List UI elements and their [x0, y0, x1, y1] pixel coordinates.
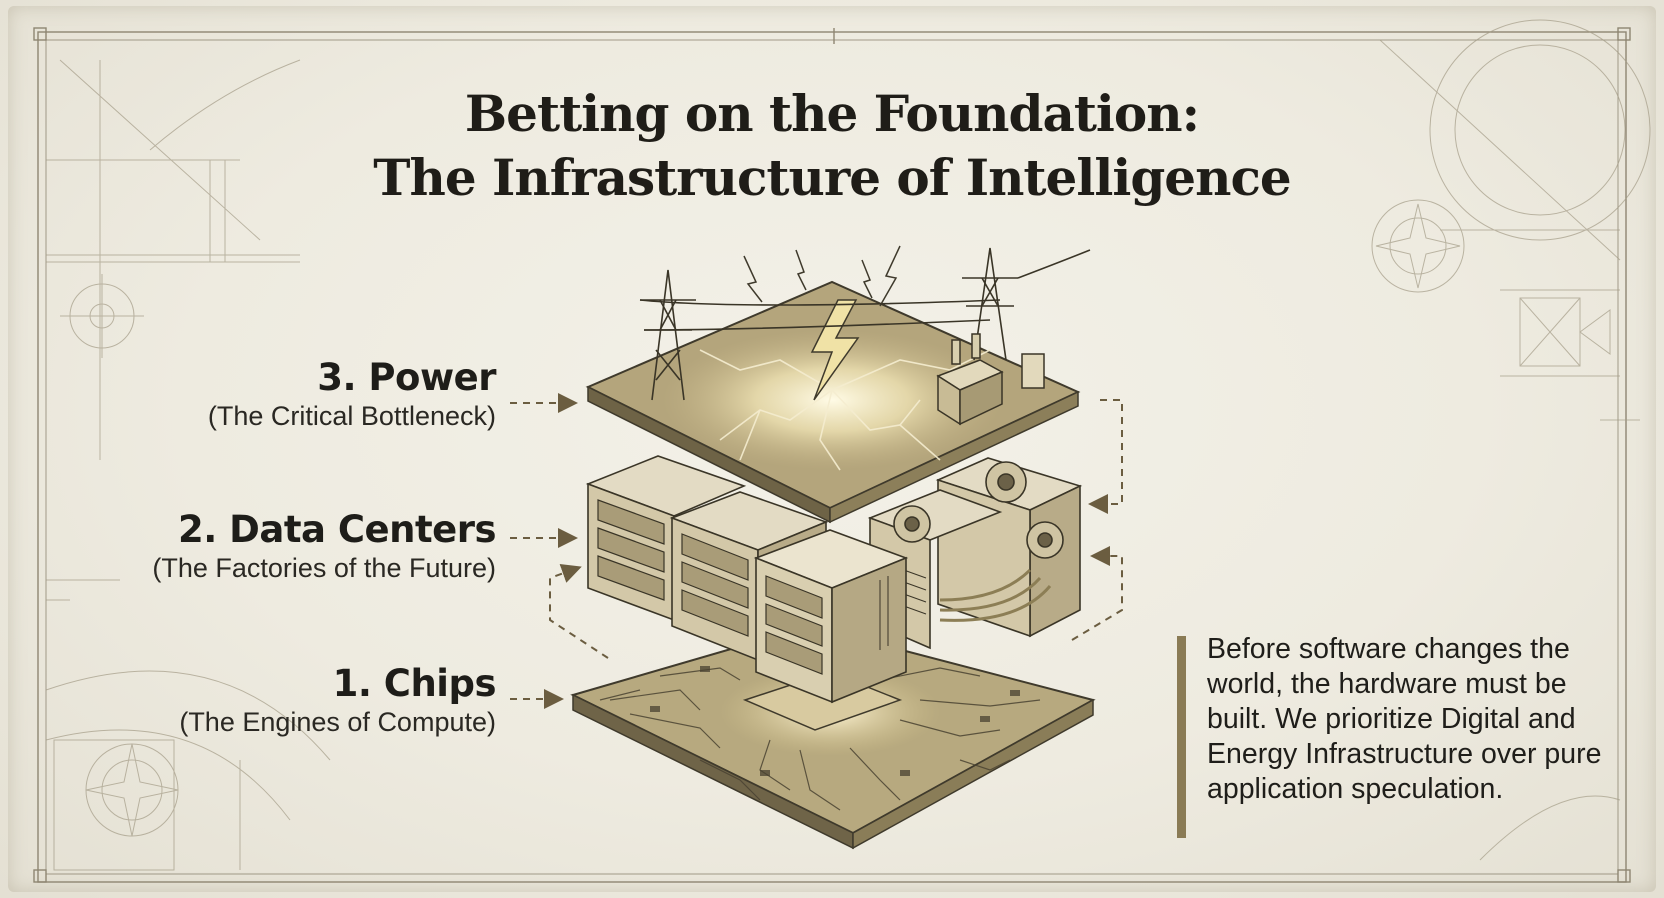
circuit-board-layer-icon	[570, 624, 1096, 850]
right-blueprint-sketch	[1371, 19, 1651, 861]
layer-label-power: 3. Power (The Critical Bottleneck)	[207, 356, 497, 432]
layer-pointer-arrows	[510, 393, 1123, 709]
title-line-2: The Infrastructure of Intelligence	[373, 148, 1291, 207]
server-rack-layer-icon	[585, 455, 1083, 704]
transmission-tower-left-icon	[639, 269, 1001, 401]
layer-label-chips: 1. Chips (The Engines of Compute)	[179, 662, 496, 738]
thesis-quote: Before software changes the world, the h…	[1207, 633, 1602, 805]
layer-name: 3. Power	[317, 356, 496, 399]
lightning-bolt-icon	[810, 299, 860, 401]
layer-label-data-centers: 2. Data Centers (The Factories of the Fu…	[152, 508, 496, 584]
transmission-tower-right-icon	[962, 247, 1091, 361]
title-line-1: Betting on the Foundation:	[464, 84, 1200, 143]
layer-subtitle: (The Critical Bottleneck)	[207, 401, 496, 431]
layer-subtitle: (The Factories of the Future)	[152, 553, 496, 583]
decorative-frame	[33, 27, 1631, 883]
power-grid-layer-icon	[585, 245, 1091, 524]
transformer-icon	[936, 333, 1045, 426]
quote-accent-bar	[1177, 636, 1186, 838]
left-blueprint-sketch	[45, 59, 331, 871]
layer-subtitle: (The Engines of Compute)	[179, 707, 496, 737]
layer-name: 2. Data Centers	[177, 508, 497, 551]
layer-name: 1. Chips	[332, 662, 497, 705]
